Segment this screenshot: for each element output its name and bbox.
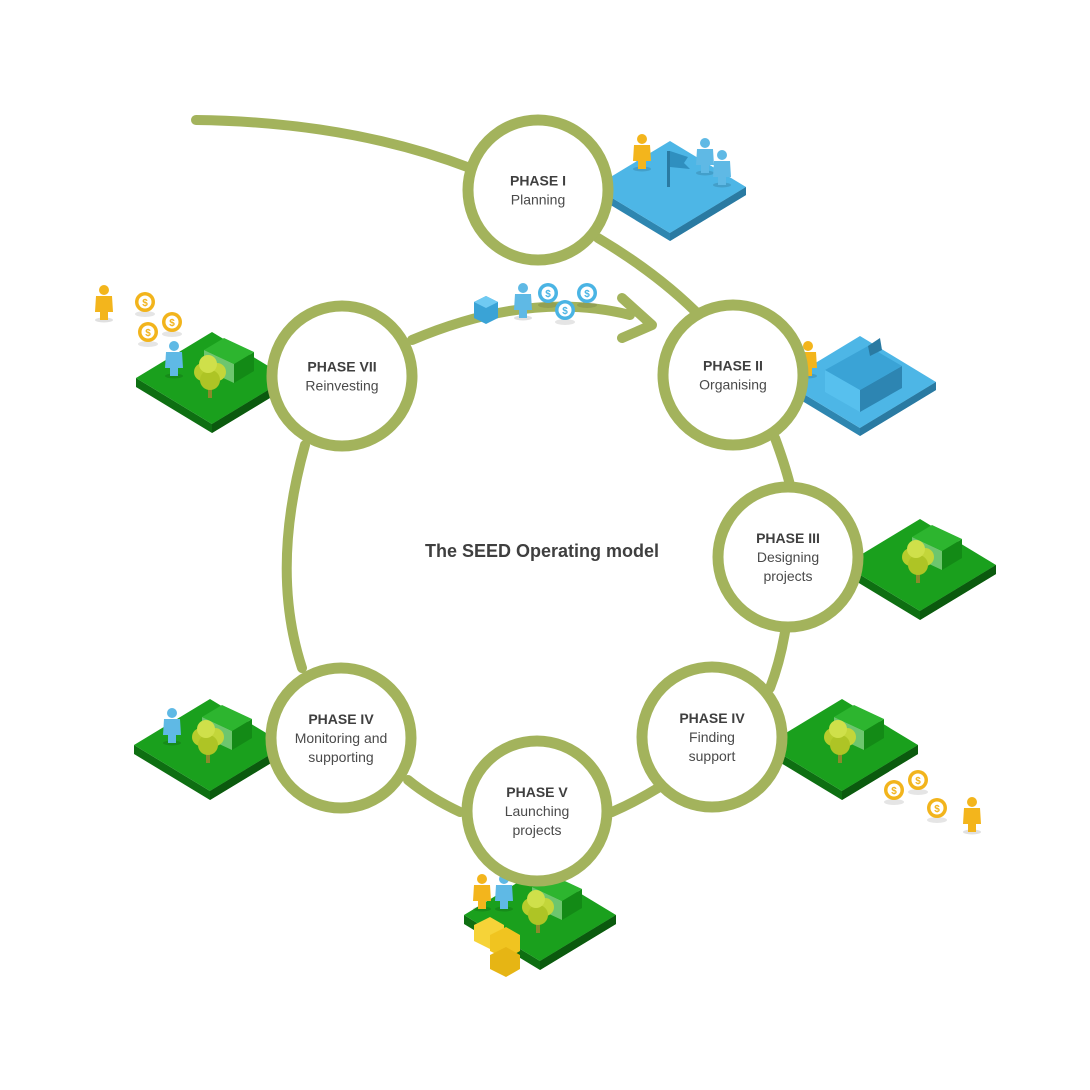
finding-support-coins-icon <box>884 770 981 835</box>
phase-title: PHASE II <box>703 358 763 374</box>
planning-platform-icon <box>594 134 746 241</box>
phase-label: support <box>689 748 736 764</box>
phase-circle <box>636 661 788 813</box>
phase-label: Planning <box>511 192 566 208</box>
phase-circle <box>657 299 809 451</box>
phase-title: PHASE V <box>506 784 568 800</box>
phase-title: PHASE I <box>510 173 566 189</box>
phase-node-phase-5: PHASE V Launching projects <box>461 735 613 887</box>
phase-title: PHASE IV <box>308 711 374 727</box>
diagram-title: The SEED Operating model <box>425 541 659 561</box>
arc-phase5-to-phase4m <box>403 775 465 817</box>
phase-label: projects <box>512 822 561 838</box>
phase-label: Launching <box>505 803 570 819</box>
phase-label: Finding <box>689 729 735 745</box>
phase-node-phase-4-finding: PHASE IV Finding support <box>636 661 788 813</box>
phase-node-phase-2: PHASE II Organising <box>657 299 809 451</box>
phase-title: PHASE VII <box>307 359 376 375</box>
blocks-icon <box>474 917 520 977</box>
organising-building-icon <box>784 336 936 436</box>
phase-label: Reinvesting <box>305 378 378 394</box>
incoming-arc <box>191 115 475 173</box>
phase-label: projects <box>763 568 812 584</box>
arc-phase2-to-phase3 <box>770 433 795 490</box>
arc-phase1-to-phase2 <box>593 233 707 323</box>
phase-node-phase-7: PHASE VII Reinvesting <box>266 300 418 452</box>
phase-circle <box>461 735 613 887</box>
phase-label: supporting <box>308 749 373 765</box>
phase-title: PHASE III <box>756 530 820 546</box>
design-park-icon <box>844 519 996 620</box>
arc-arrowhead-icon <box>617 293 657 343</box>
process-ring <box>191 115 795 817</box>
phase-node-phase-3: PHASE III Designing projects <box>712 481 864 633</box>
launch-park-icon <box>464 869 616 977</box>
phase-circle <box>265 662 417 814</box>
phase-node-phase-4-monitoring: PHASE IV Monitoring and supporting <box>265 662 417 814</box>
arc-phase4-to-phase5 <box>607 783 663 817</box>
phase-label: Monitoring and <box>295 730 388 746</box>
reinvest-coins-icon <box>95 285 182 347</box>
illustrations <box>95 134 996 977</box>
flow-items-icon <box>474 283 597 325</box>
monitoring-park-icon <box>134 699 286 800</box>
phase-circle <box>712 481 864 633</box>
phase-circle <box>266 300 418 452</box>
arc-phase3-to-phase4 <box>765 627 790 693</box>
phase-circle <box>462 114 614 266</box>
reinvest-park-icon <box>136 332 288 433</box>
phase-label: Organising <box>699 377 767 393</box>
phase-title: PHASE IV <box>679 710 745 726</box>
phase-label: Designing <box>757 549 819 565</box>
phase-node-phase-1: PHASE I Planning <box>462 114 614 266</box>
arc-phase4m-to-phase7 <box>281 440 310 673</box>
